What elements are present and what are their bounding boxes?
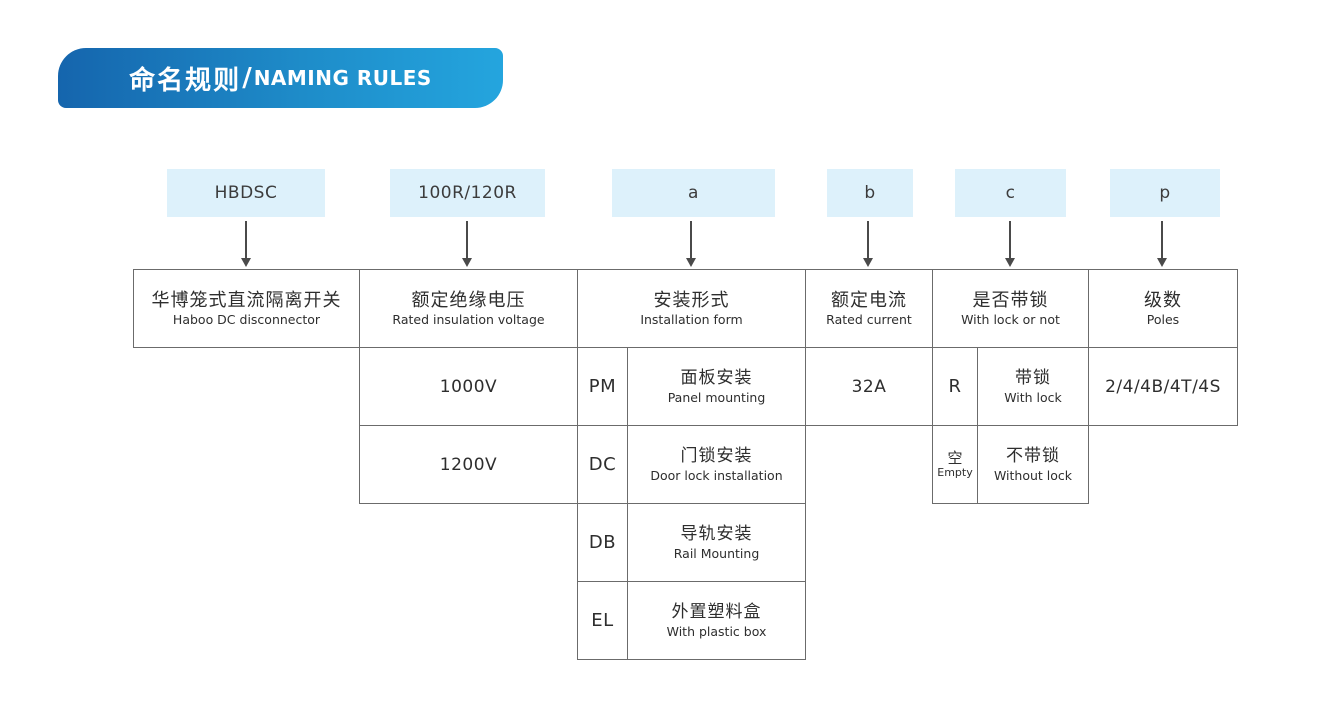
cell-voltage-1000v: 1000V bbox=[359, 347, 578, 426]
cell-installation-desc-db: 导轨安装 Rail Mounting bbox=[627, 503, 806, 582]
cell-poles-values: 2/4/4B/4T/4S bbox=[1088, 347, 1238, 426]
header-installation-en: Installation form bbox=[640, 312, 743, 328]
code-box-poles: p bbox=[1110, 169, 1220, 217]
header-current-en: Rated current bbox=[826, 312, 912, 328]
header-lock-en: With lock or not bbox=[961, 312, 1060, 328]
installation-desc-cn: 门锁安装 bbox=[680, 446, 753, 467]
header-current-cn: 额定电流 bbox=[831, 289, 907, 311]
header-poles-cn: 级数 bbox=[1144, 289, 1182, 311]
voltage-value: 1000V bbox=[439, 376, 498, 397]
current-value: 32A bbox=[851, 376, 887, 397]
lock-code-en: Empty bbox=[937, 466, 973, 480]
code-box-lock: c bbox=[955, 169, 1066, 217]
header-cell-installation: 安装形式 Installation form bbox=[577, 269, 806, 348]
down-arrow-icon bbox=[863, 221, 873, 267]
cell-lock-desc-withoutlock: 不带锁 Without lock bbox=[977, 425, 1089, 504]
code-box-voltage: 100R/120R bbox=[390, 169, 545, 217]
header-cell-brand: 华博笼式直流隔离开关 Haboo DC disconnector bbox=[133, 269, 360, 348]
installation-code: DC bbox=[588, 454, 617, 475]
installation-desc-en: Rail Mounting bbox=[673, 545, 760, 561]
installation-desc-en: With plastic box bbox=[666, 623, 767, 639]
installation-desc-cn: 导轨安装 bbox=[680, 524, 753, 545]
cell-installation-desc-dc: 门锁安装 Door lock installation bbox=[627, 425, 806, 504]
installation-desc-en: Panel mounting bbox=[667, 389, 766, 405]
voltage-value: 1200V bbox=[439, 454, 498, 475]
cell-voltage-1200v: 1200V bbox=[359, 425, 578, 504]
header-cell-current: 额定电流 Rated current bbox=[805, 269, 933, 348]
lock-desc-en: Without lock bbox=[993, 467, 1073, 483]
section-title-separator: / bbox=[242, 63, 252, 93]
installation-code: DB bbox=[588, 532, 617, 553]
installation-desc-cn: 面板安装 bbox=[680, 368, 753, 389]
section-title-banner: 命名规则/NAMING RULES bbox=[53, 43, 503, 108]
cell-installation-desc-pm: 面板安装 Panel mounting bbox=[627, 347, 806, 426]
code-box-installation: a bbox=[612, 169, 775, 217]
code-box-current: b bbox=[827, 169, 913, 217]
lock-desc-cn: 不带锁 bbox=[1006, 446, 1060, 467]
header-lock-cn: 是否带锁 bbox=[972, 289, 1049, 311]
header-cell-voltage: 额定绝缘电压 Rated insulation voltage bbox=[359, 269, 578, 348]
section-title-en: NAMING RULES bbox=[253, 66, 432, 90]
cell-installation-code-pm: PM bbox=[577, 347, 628, 426]
down-arrow-icon bbox=[1157, 221, 1167, 267]
lock-code: R bbox=[948, 376, 962, 397]
cell-current-32a: 32A bbox=[805, 347, 933, 426]
header-cell-lock: 是否带锁 With lock or not bbox=[932, 269, 1089, 348]
section-title-cn: 命名规则 bbox=[129, 65, 242, 96]
cell-installation-code-dc: DC bbox=[577, 425, 628, 504]
installation-code: EL bbox=[591, 610, 614, 631]
lock-desc-cn: 带锁 bbox=[1015, 368, 1051, 389]
header-installation-cn: 安装形式 bbox=[653, 289, 730, 311]
cell-lock-code-r: R bbox=[932, 347, 978, 426]
poles-value: 2/4/4B/4T/4S bbox=[1105, 376, 1221, 397]
cell-installation-code-el: EL bbox=[577, 581, 628, 660]
header-poles-en: Poles bbox=[1146, 312, 1180, 328]
cell-lock-desc-withlock: 带锁 With lock bbox=[977, 347, 1089, 426]
down-arrow-icon bbox=[686, 221, 696, 267]
lock-code-cn: 空 bbox=[947, 448, 963, 467]
header-brand-cn: 华博笼式直流隔离开关 bbox=[151, 289, 342, 311]
down-arrow-icon bbox=[462, 221, 472, 267]
header-brand-en: Haboo DC disconnector bbox=[172, 312, 321, 328]
installation-desc-cn: 外置塑料盒 bbox=[671, 602, 762, 623]
header-cell-poles: 级数 Poles bbox=[1088, 269, 1238, 348]
header-voltage-cn: 额定绝缘电压 bbox=[411, 289, 526, 311]
down-arrow-icon bbox=[241, 221, 251, 267]
cell-installation-desc-el: 外置塑料盒 With plastic box bbox=[627, 581, 806, 660]
lock-desc-en: With lock bbox=[1004, 389, 1062, 405]
cell-installation-code-db: DB bbox=[577, 503, 628, 582]
code-box-brand: HBDSC bbox=[167, 169, 325, 217]
header-voltage-en: Rated insulation voltage bbox=[392, 312, 545, 328]
down-arrow-icon bbox=[1005, 221, 1015, 267]
installation-desc-en: Door lock installation bbox=[650, 467, 783, 483]
cell-lock-code-empty: 空 Empty bbox=[932, 425, 978, 504]
installation-code: PM bbox=[588, 376, 617, 397]
